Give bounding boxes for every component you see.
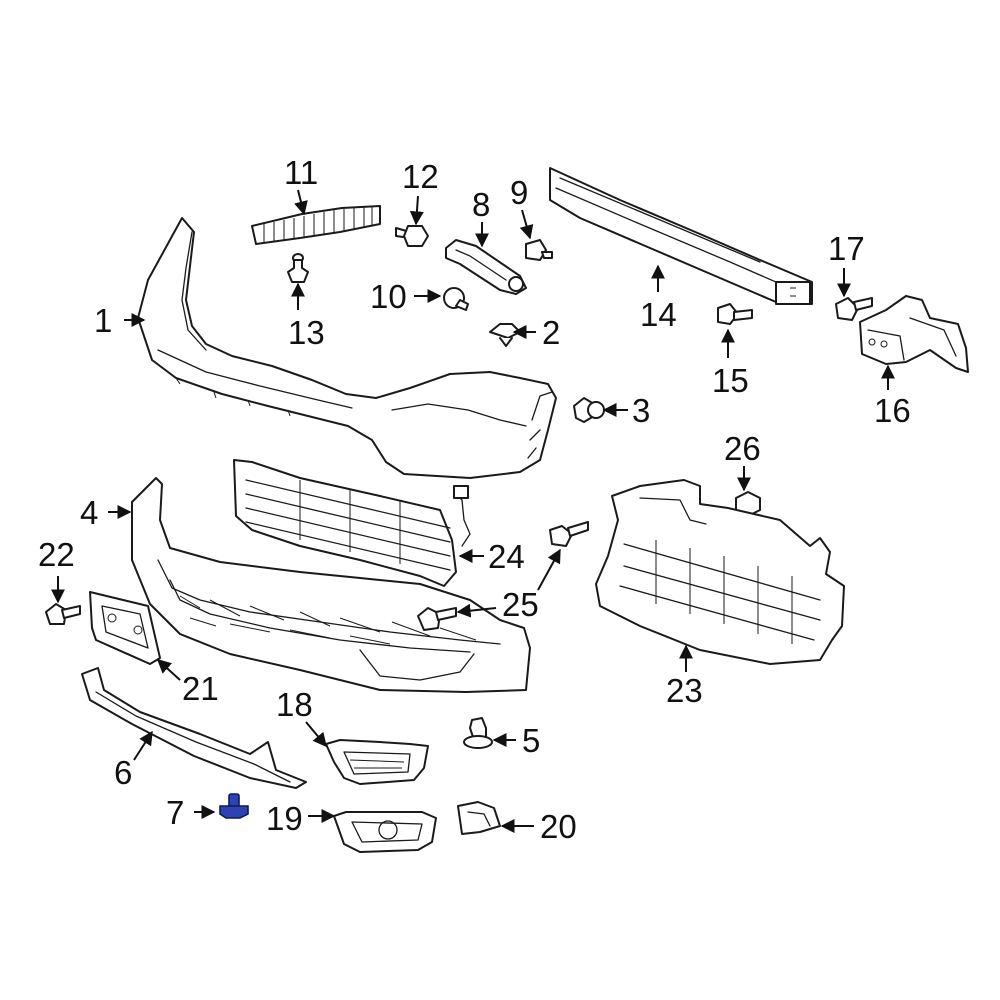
callout-16: 16: [874, 392, 911, 429]
part-7-push-pin[interactable]: [219, 793, 249, 819]
part-22-bolt[interactable]: [45, 603, 81, 625]
part-10-push-clip[interactable]: [443, 287, 469, 311]
part-2-clip[interactable]: [489, 323, 521, 347]
callout-12: 12: [402, 158, 439, 195]
callout-22: 22: [38, 536, 75, 573]
callout-2: 2: [542, 314, 560, 351]
callout-26: 26: [724, 430, 761, 467]
callout-14: 14: [640, 296, 677, 333]
callout-13: 13: [288, 314, 325, 351]
part-17-bolt[interactable]: [835, 297, 873, 321]
callout-25: 25: [502, 586, 539, 623]
leader-21: [156, 659, 181, 681]
part-18-bezel[interactable]: [325, 739, 429, 785]
callout-8: 8: [472, 186, 490, 223]
callout-11: 11: [284, 154, 318, 191]
callout-21: 21: [182, 670, 219, 707]
callout-7: 7: [166, 794, 184, 831]
part-5-clip[interactable]: [463, 717, 493, 749]
part-25-bolt-lower[interactable]: [417, 607, 457, 631]
callout-4: 4: [80, 494, 98, 531]
callout-18: 18: [276, 686, 313, 723]
part-8-bracket[interactable]: [445, 239, 527, 295]
callout-9: 9: [510, 174, 528, 211]
part-12-bolt[interactable]: [395, 225, 429, 247]
part-4-lower-cover[interactable]: [131, 477, 531, 693]
callout-17: 17: [828, 230, 865, 267]
callout-1: 1: [94, 302, 112, 339]
part-25-bolt-upper[interactable]: [549, 521, 589, 547]
part-23-grille-frame[interactable]: [595, 479, 845, 665]
part-16-bracket[interactable]: [859, 295, 969, 373]
part-24-grille-shutter[interactable]: [233, 459, 471, 587]
part-13-clip[interactable]: [287, 253, 309, 283]
leader-12: [409, 195, 424, 226]
callout-10: 10: [370, 278, 407, 315]
part-11-reinforcement[interactable]: [251, 205, 381, 245]
part-9-fastener[interactable]: [525, 239, 553, 261]
part-19-bezel[interactable]: [333, 811, 437, 853]
leader-11: [294, 189, 308, 216]
callout-3: 3: [632, 392, 650, 429]
leader-25-upper: [537, 548, 561, 591]
callout-numbers: 1 2 3 4 5 6 7 8 9 10 11 12 13 14 15 16 1…: [38, 154, 911, 845]
part-1-bumper-cover[interactable]: [137, 217, 557, 479]
part-21-license-bracket[interactable]: [89, 591, 161, 665]
part-3-retainer[interactable]: [573, 397, 605, 423]
leader-18: [305, 721, 327, 748]
leader-25-lower: [456, 603, 497, 618]
part-20-bracket[interactable]: [457, 801, 501, 835]
callout-20: 20: [540, 808, 577, 845]
callout-23: 23: [666, 672, 703, 709]
leader-6: [133, 730, 153, 761]
callout-6: 6: [114, 754, 132, 791]
callout-5: 5: [522, 722, 540, 759]
callout-19: 19: [266, 800, 303, 837]
part-15-bolt[interactable]: [717, 303, 753, 325]
leader-lines: [51, 189, 895, 833]
part-14-reinforcement-beam[interactable]: [549, 167, 813, 305]
callout-24: 24: [488, 538, 525, 575]
leader-9: [519, 209, 534, 240]
callout-15: 15: [712, 362, 749, 399]
